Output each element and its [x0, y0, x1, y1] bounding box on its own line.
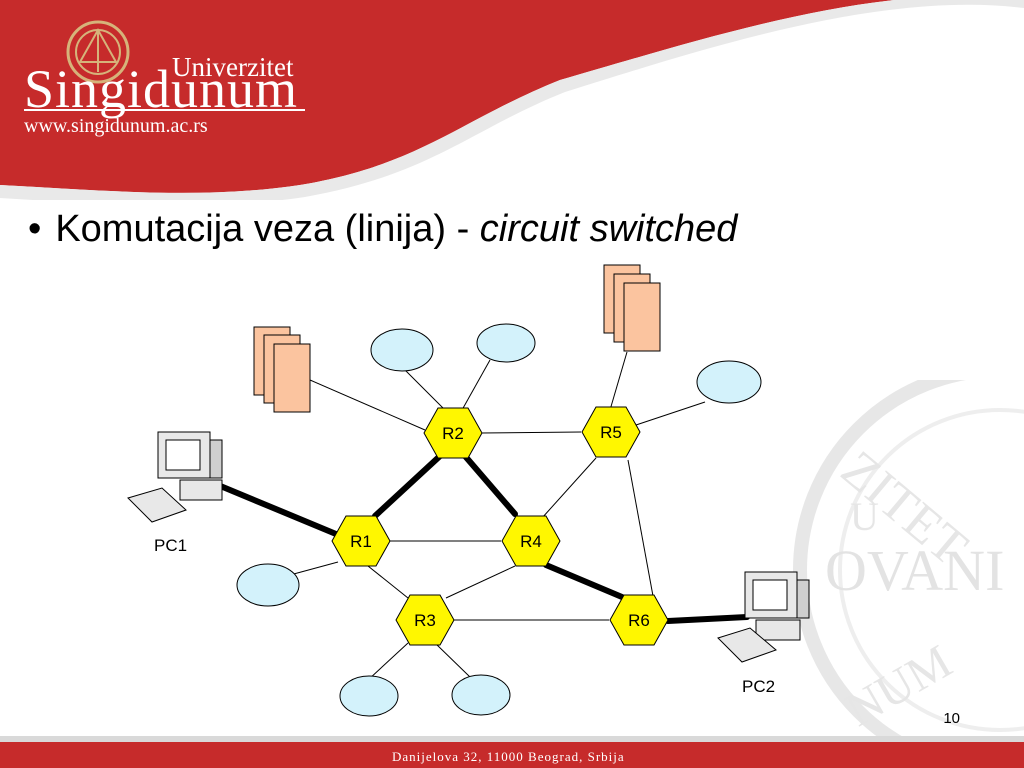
footer-bar — [0, 742, 1024, 768]
router-label: R2 — [442, 424, 464, 443]
host-ellipse — [476, 323, 536, 363]
header-banner — [0, 0, 1024, 200]
router-r3: R3 — [395, 594, 455, 646]
pc2-computer-icon — [717, 571, 810, 663]
circuit-r1-r2 — [372, 453, 443, 519]
router-label: R5 — [600, 423, 622, 442]
router-label: R3 — [414, 611, 436, 630]
host-ellipse — [236, 563, 300, 607]
link-r3-r4 — [445, 565, 516, 599]
link-cloud-r2 — [402, 367, 446, 411]
link-server-r2 — [309, 379, 426, 431]
router-label: R4 — [520, 532, 542, 551]
network-diagram: R2 R5 R1 R4 R3 R6 PC1 PC2 — [127, 264, 810, 717]
link-r3-cloud6 — [434, 642, 471, 678]
router-r4: R4 — [501, 515, 561, 567]
link-r5-r4 — [541, 457, 597, 519]
bullet-item: • Komutacija veza (linija) - circuit swit… — [28, 208, 737, 251]
link-r2-r5 — [480, 431, 582, 434]
slide-number: 10 — [943, 710, 960, 727]
watermark-text-2: U — [850, 494, 879, 539]
brand-top-text: Univerzitet — [172, 52, 294, 82]
bullet-dot: • — [28, 208, 42, 250]
server-stack-icon — [603, 264, 661, 352]
pc1-computer-icon — [127, 431, 223, 523]
host-ellipse — [451, 674, 511, 716]
router-r1: R1 — [331, 515, 391, 567]
link-cloud2-r2 — [461, 359, 491, 411]
link-cloud3-r5 — [635, 401, 706, 426]
router-label: R1 — [350, 532, 372, 551]
circuit-path — [215, 453, 750, 624]
footer-address: Danijelova 32, 11000 Beograd, Srbija — [392, 749, 625, 764]
watermark-text-3: OVANI — [825, 538, 1004, 603]
link-cloud4-r1 — [289, 561, 339, 576]
router-r2: R2 — [423, 407, 483, 459]
host-ellipse — [370, 328, 434, 372]
link-server2-r5 — [609, 351, 628, 411]
brand-url: www.singidunum.ac.rs — [24, 115, 208, 137]
thin-links — [289, 351, 706, 681]
host-ellipse — [696, 360, 762, 404]
brand-name: Singidunum — [24, 59, 299, 119]
link-r3-cloud5 — [367, 642, 409, 681]
pc2-label: PC2 — [742, 677, 775, 696]
bullet-emphasis: circuit switched — [479, 208, 738, 250]
host-ellipse — [339, 675, 399, 717]
circuit-r2-r4 — [462, 453, 518, 517]
link-r1-r3 — [367, 565, 409, 599]
pc1-label: PC1 — [154, 536, 187, 555]
circuit-pc1-r1 — [215, 482, 339, 537]
footer-divider — [0, 736, 1024, 742]
router-r6: R6 — [609, 594, 669, 646]
router-label: R6 — [628, 611, 650, 630]
circuit-r6-pc2 — [665, 614, 750, 624]
link-r5-r6 — [627, 459, 654, 597]
watermark-seal: ZITET U OVANI NUM — [793, 380, 1024, 740]
logo-emblem-icon — [66, 20, 130, 84]
router-r5: R5 — [581, 406, 641, 458]
server-stack-icon — [253, 326, 311, 413]
bullet-text: Komutacija veza (linija) - — [55, 208, 480, 250]
circuit-r4-r6 — [543, 562, 625, 600]
